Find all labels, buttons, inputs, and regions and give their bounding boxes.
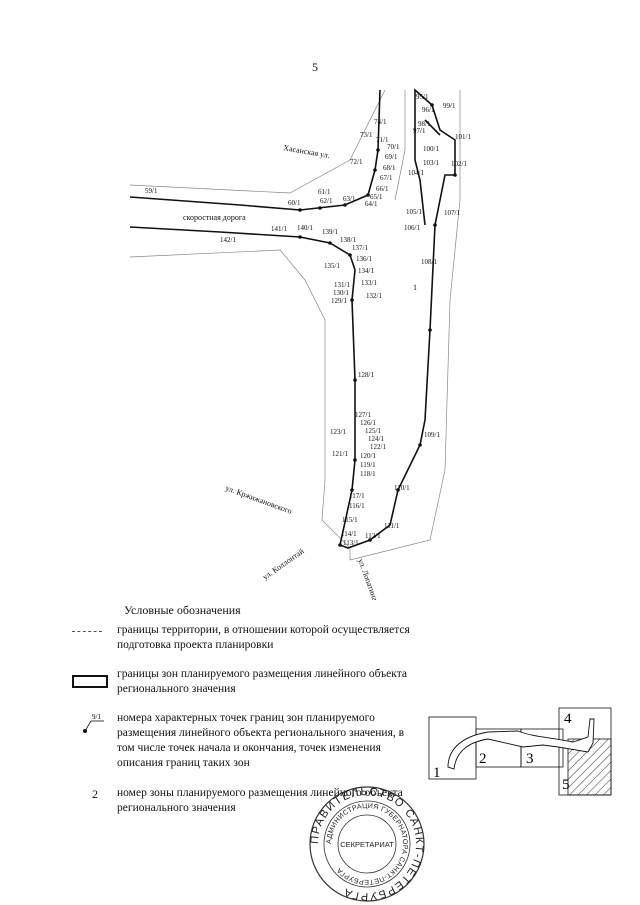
point-label: 113/1 — [343, 539, 359, 547]
point-label: 66/1 — [376, 185, 389, 193]
point-label: 142/1 — [220, 236, 236, 244]
point-label: 95/1 — [416, 93, 429, 101]
point-label: 121/1 — [332, 450, 348, 458]
point-label: 74/1 — [374, 118, 387, 126]
inset-zone-2: 2 — [479, 751, 487, 767]
point-label: 99/1 — [443, 102, 456, 110]
point-label: 122/1 — [370, 443, 386, 451]
point-label: 73/1 — [360, 131, 373, 139]
point-label: 136/1 — [356, 255, 372, 263]
seal-center-text: СЕКРЕТАРИАТ — [340, 840, 394, 849]
point-label: 105/1 — [406, 208, 422, 216]
point-label: 126/1 — [360, 419, 376, 427]
point-label: 102/1 — [451, 160, 467, 168]
point-label: 128/1 — [358, 371, 374, 379]
legend-item-territory: границы территории, в отношении которой … — [117, 624, 410, 651]
point-label: 59/1 — [145, 187, 158, 195]
point-label: 120/1 — [360, 452, 376, 460]
point-label: 130/1 — [333, 289, 349, 297]
point-label: 141/1 — [271, 225, 287, 233]
legend-item-point-numbers: номера характерных точек границ зон план… — [117, 712, 405, 769]
point-label: 96/1 — [422, 106, 435, 114]
point-label: 124/1 — [368, 435, 384, 443]
point-label: 114/1 — [341, 530, 357, 538]
inset-zone-5: 5 — [562, 777, 570, 793]
inset-zone-1: 1 — [433, 765, 441, 781]
point-label: 137/1 — [352, 244, 368, 252]
point-label: 97/1 — [413, 127, 426, 135]
point-label: 107/1 — [444, 209, 460, 217]
point-label: 112/1 — [365, 532, 381, 540]
point-label: 68/1 — [383, 164, 396, 172]
point-label: 135/1 — [324, 262, 340, 270]
point-label: 64/1 — [365, 200, 378, 208]
point-label: 70/1 — [387, 143, 400, 151]
zone-boundary-symbol — [72, 675, 108, 688]
point-label: 133/1 — [361, 279, 377, 287]
point-label: 140/1 — [297, 224, 313, 232]
point-label: 100/1 — [423, 145, 439, 153]
inset-zone-4: 4 — [564, 711, 572, 727]
zone-scheme-inset: 1 2 3 4 5 — [428, 707, 612, 796]
point-label: 134/1 — [358, 267, 374, 275]
street-kollontai: ул. Коллонтай — [261, 546, 306, 581]
official-seal: ПРАВИТЕЛЬСТВО САНКТ-ПЕТЕРБУРГА АДМИНИСТР… — [309, 786, 425, 902]
point-label: 115/1 — [342, 516, 358, 524]
point-label: 104/1 — [408, 169, 424, 177]
point-label: 65/1 — [370, 193, 383, 201]
page-number: 5 — [312, 60, 318, 74]
point-label: 123/1 — [330, 428, 346, 436]
point-label: 67/1 — [380, 174, 393, 182]
point-label: 63/1 — [343, 195, 356, 203]
point-label: 110/1 — [394, 484, 410, 492]
territory-boundary-symbol — [72, 631, 102, 632]
street-krzhizhanovskogo: ул. Кржижановского — [224, 483, 293, 515]
point-number-symbol-label: 9/1 — [92, 713, 101, 721]
territory-boundary — [129, 89, 461, 561]
point-label: 61/1 — [318, 188, 331, 196]
point-label: 98/1 — [418, 120, 431, 128]
zone-number-label: 1 — [413, 283, 417, 292]
zone-boundary — [129, 88, 456, 549]
legend-item-zone-number: номер зоны планируемого размещения линей… — [117, 787, 403, 814]
zone-map: Хасанская ул. скоростная дорога ул. Кржи… — [129, 88, 471, 600]
legend-title: Условные обозначения — [124, 603, 241, 617]
street-khasanskaya: Хасанская ул. — [283, 143, 331, 160]
street-lopatina: ул. Лопатина — [356, 558, 380, 600]
point-label: 106/1 — [404, 224, 420, 232]
point-label: 129/1 — [331, 297, 347, 305]
point-label: 117/1 — [349, 492, 365, 500]
point-label: 111/1 — [384, 522, 400, 530]
point-label: 125/1 — [365, 427, 381, 435]
point-label: 72/1 — [350, 158, 363, 166]
legend-item-zone-boundary: границы зон планируемого размещения лине… — [117, 668, 407, 695]
street-expressway: скоростная дорога — [183, 213, 246, 222]
point-label: 103/1 — [423, 159, 439, 167]
point-label: 139/1 — [322, 228, 338, 236]
point-number-symbol: 9/1 — [83, 713, 104, 733]
point-label: 108/1 — [421, 258, 437, 266]
point-label: 101/1 — [455, 133, 471, 141]
point-label: 131/1 — [334, 281, 350, 289]
zone-number-symbol: 2 — [92, 787, 98, 801]
point-label: 109/1 — [424, 431, 440, 439]
point-label: 138/1 — [340, 236, 356, 244]
point-label: 118/1 — [360, 470, 376, 478]
point-label: 60/1 — [288, 199, 301, 207]
characteristic-points — [298, 103, 457, 547]
inset-zone-3: 3 — [526, 751, 534, 767]
point-label: 116/1 — [349, 502, 365, 510]
point-label: 62/1 — [320, 197, 333, 205]
point-label: 69/1 — [385, 153, 398, 161]
point-label: 119/1 — [360, 461, 376, 469]
point-label: 71/1 — [376, 136, 389, 144]
point-label: 132/1 — [366, 292, 382, 300]
point-label: 127/1 — [355, 411, 371, 419]
